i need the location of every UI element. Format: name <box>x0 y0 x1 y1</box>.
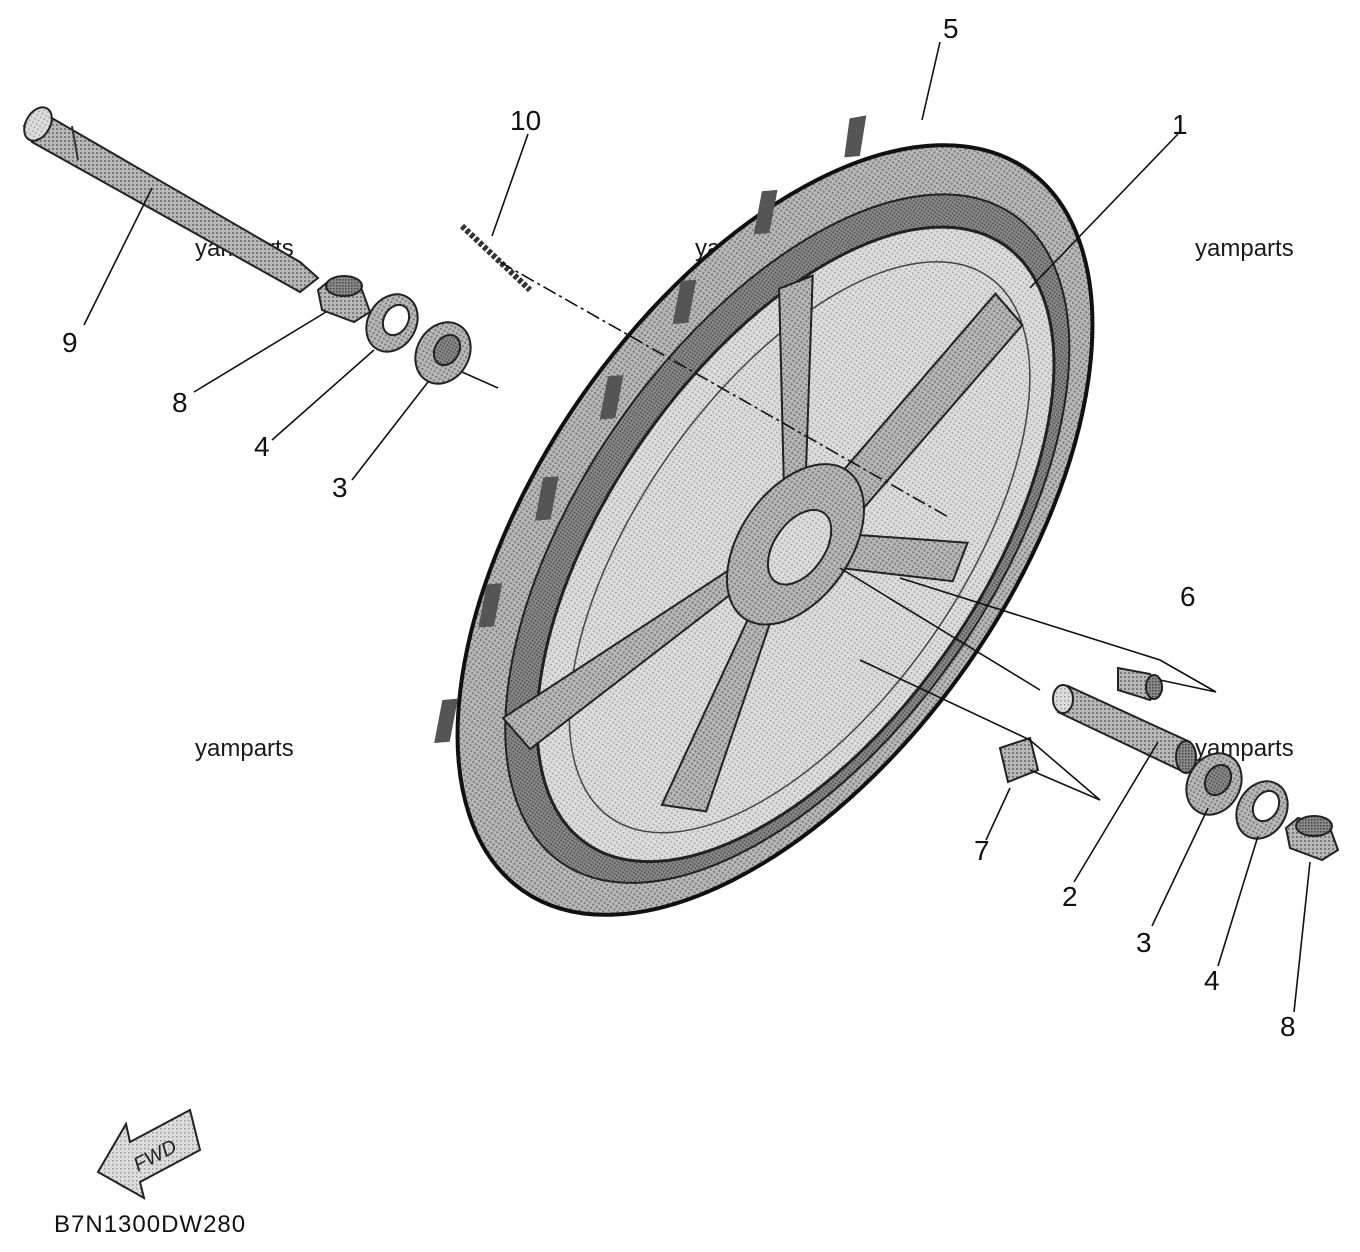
label-strip <box>459 223 533 293</box>
fwd-arrow-icon: FWD <box>96 1108 202 1201</box>
oil-seal-left <box>365 293 419 353</box>
callout-7: 7 <box>974 835 990 866</box>
spacer <box>1052 684 1197 774</box>
callout-1: 1 <box>1172 109 1188 140</box>
callout-3-right: 3 <box>1136 927 1152 958</box>
oil-seal-right <box>1235 780 1289 840</box>
callout-2: 2 <box>1062 881 1078 912</box>
watermark-top-right: yamparts <box>1195 235 1294 262</box>
leader-lines <box>83 41 1311 1013</box>
tire <box>434 115 1095 917</box>
watermark-bottom-left: yamparts <box>195 735 294 762</box>
callout-5: 5 <box>943 13 959 44</box>
callout-6: 6 <box>1180 581 1196 612</box>
callout-3-left: 3 <box>332 472 348 503</box>
callout-8-right: 8 <box>1280 1011 1296 1042</box>
collar-left <box>316 275 372 324</box>
balance-weight <box>998 736 1040 784</box>
diagram-code: B7N1300DW280 <box>54 1211 246 1238</box>
front-axle <box>22 106 320 294</box>
bearing-right <box>1185 752 1243 816</box>
callout-9: 9 <box>62 327 78 358</box>
callout-4-right: 4 <box>1204 965 1220 996</box>
callout-8-left: 8 <box>172 387 188 418</box>
collar-right <box>1284 815 1340 862</box>
bearing-left <box>414 321 472 385</box>
callout-4-left: 4 <box>254 431 270 462</box>
tire-valve <box>1117 666 1164 702</box>
callout-10: 10 <box>510 105 541 136</box>
axis-centerline <box>499 261 951 519</box>
